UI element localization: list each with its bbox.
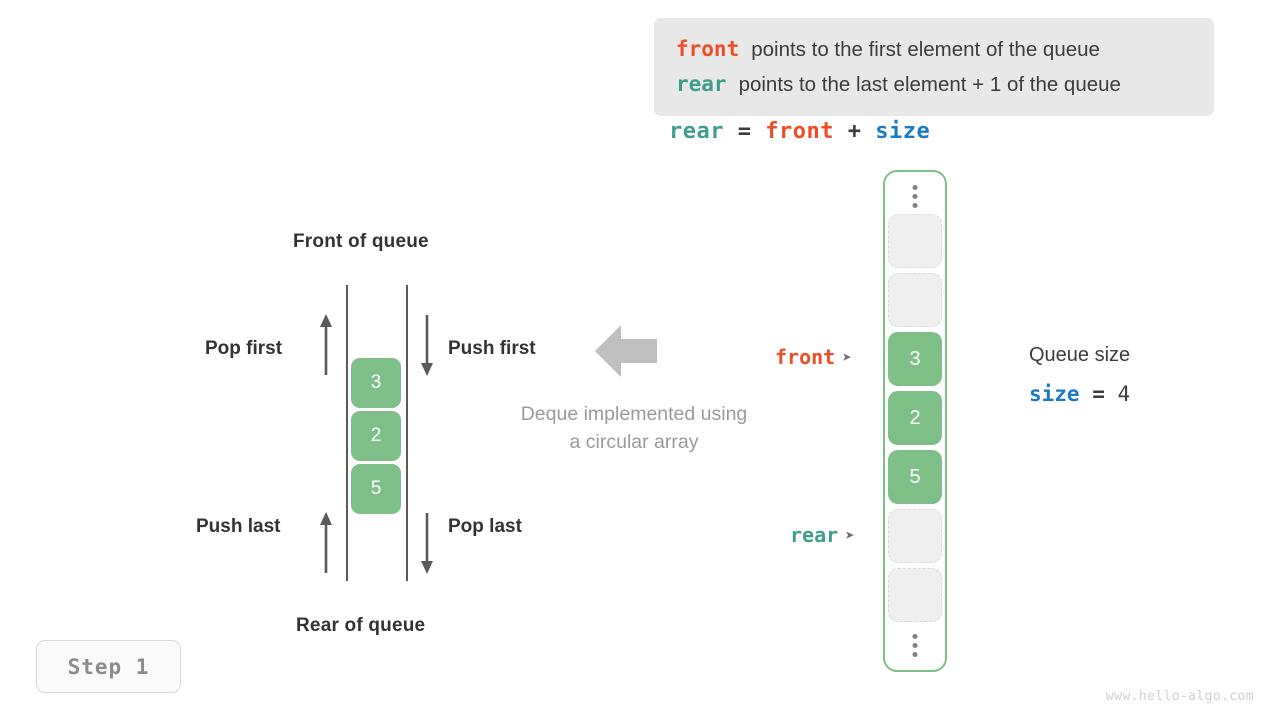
array-slot-empty bbox=[888, 568, 942, 622]
operation-label-push-first: Push first bbox=[448, 338, 536, 359]
legend-keyword-front: front bbox=[676, 37, 740, 61]
queue-size-number: 4 bbox=[1117, 382, 1131, 406]
pointer-front-marker-icon: ➤ bbox=[842, 348, 852, 367]
dot bbox=[912, 643, 918, 648]
arrow-up-push-last-icon bbox=[320, 512, 332, 573]
queue-size-expression: size = 4 bbox=[1029, 382, 1130, 406]
pointer-front-label: front bbox=[775, 345, 836, 369]
ellipsis-top-icon bbox=[912, 185, 918, 208]
pointer-front: front ➤ bbox=[775, 345, 852, 369]
diagram-caption-line2: a circular array bbox=[569, 431, 699, 453]
circular-array-container: 3 2 5 bbox=[883, 170, 947, 672]
ellipsis-bottom-icon bbox=[912, 634, 918, 657]
formula-term-front: front bbox=[765, 119, 834, 144]
arrow-down-pop-last-icon bbox=[421, 513, 433, 574]
operation-label-pop-first: Pop first bbox=[205, 338, 283, 359]
diagram-caption-line1: Deque implemented using bbox=[520, 403, 748, 425]
legend-box: front points to the first element of the… bbox=[654, 18, 1214, 116]
dot bbox=[912, 652, 918, 657]
arrow-down-push-first-icon bbox=[421, 315, 433, 376]
watermark: www.hello-algo.com bbox=[1105, 689, 1254, 704]
operation-label-pop-last: Pop last bbox=[448, 516, 522, 537]
array-slot-filled: 5 bbox=[888, 450, 942, 504]
pointer-rear-marker-icon: ➤ bbox=[845, 526, 855, 545]
arrow-up-pop-first-icon bbox=[320, 314, 332, 375]
formula-term-rear: rear bbox=[669, 119, 724, 144]
legend-description-front: points to the first element of the queue bbox=[751, 38, 1100, 61]
legend-description-rear: points to the last element + 1 of the qu… bbox=[738, 73, 1121, 96]
dot bbox=[912, 634, 918, 639]
pointer-rear-label: rear bbox=[790, 523, 839, 547]
deque-cell: 2 bbox=[351, 411, 401, 461]
queue-size-equals: = bbox=[1079, 382, 1118, 406]
formula-equals: = bbox=[723, 119, 766, 144]
array-slot-filled: 3 bbox=[888, 332, 942, 386]
dot bbox=[912, 203, 918, 208]
formula-plus: + bbox=[833, 119, 876, 144]
deque-rail-left bbox=[346, 285, 348, 581]
array-slot-empty bbox=[888, 273, 942, 327]
array-slot-filled: 2 bbox=[888, 391, 942, 445]
deque-rail-right bbox=[406, 285, 408, 581]
step-badge: Step 1 bbox=[36, 640, 181, 693]
deque-label-rear-of-queue: Rear of queue bbox=[296, 615, 426, 636]
array-slot-empty bbox=[888, 509, 942, 563]
queue-size-label: Queue size bbox=[1029, 344, 1131, 366]
legend-line-rear: rear points to the last element + 1 of t… bbox=[676, 67, 1194, 102]
deque-label-front-of-queue: Front of queue bbox=[293, 231, 429, 252]
arrow-left-mapping-icon bbox=[595, 325, 657, 377]
dot bbox=[912, 185, 918, 190]
deque-cell: 5 bbox=[351, 464, 401, 514]
operation-label-push-last: Push last bbox=[196, 516, 281, 537]
queue-size-variable: size bbox=[1029, 382, 1080, 406]
dot bbox=[912, 194, 918, 199]
array-slot-empty bbox=[888, 214, 942, 268]
deque-cell-stack: 3 2 5 bbox=[351, 358, 401, 517]
deque-cell: 3 bbox=[351, 358, 401, 408]
legend-keyword-rear: rear bbox=[676, 72, 727, 96]
diagram-caption: Deque implemented using a circular array bbox=[494, 400, 774, 456]
formula-term-size: size bbox=[875, 119, 931, 144]
pointer-rear: rear ➤ bbox=[790, 523, 855, 547]
formula-rear-equals-front-plus-size: rear = front + size bbox=[669, 119, 930, 144]
legend-line-front: front points to the first element of the… bbox=[676, 32, 1194, 67]
